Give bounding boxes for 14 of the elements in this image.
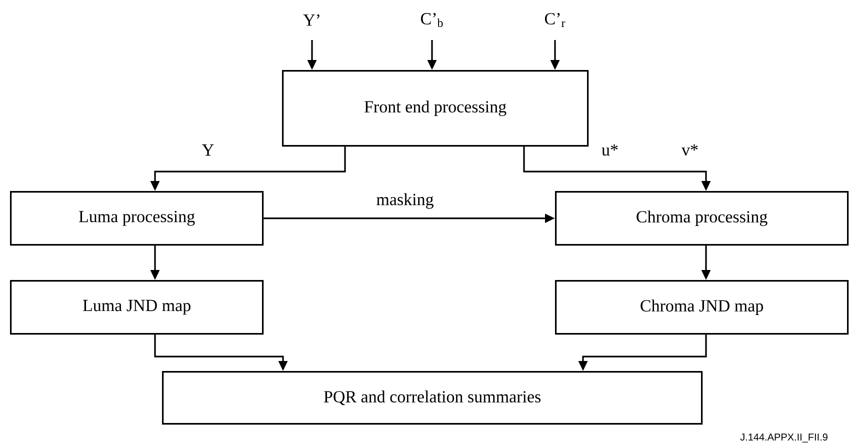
signal-label: v* xyxy=(680,143,700,157)
process-box: Chroma processing xyxy=(555,191,849,246)
edge-label: C’$_{r}$ xyxy=(543,12,567,28)
edge-label: C’$_{b}$ xyxy=(419,12,445,28)
process-box: Luma processing xyxy=(10,191,264,246)
edge-label: Y’ xyxy=(302,13,322,27)
process-box: Front end processing xyxy=(282,70,589,147)
edge-label: Y xyxy=(200,143,216,157)
edge-label: masking xyxy=(375,192,435,210)
process-box: Luma JND map xyxy=(10,280,264,335)
edge-label: u* xyxy=(600,143,620,157)
process-box: PQR and correlation summaries xyxy=(162,371,703,425)
process-box: Chroma JND map xyxy=(555,280,849,335)
figure-id: J.144.APPX.II_FII.9 xyxy=(740,434,828,442)
